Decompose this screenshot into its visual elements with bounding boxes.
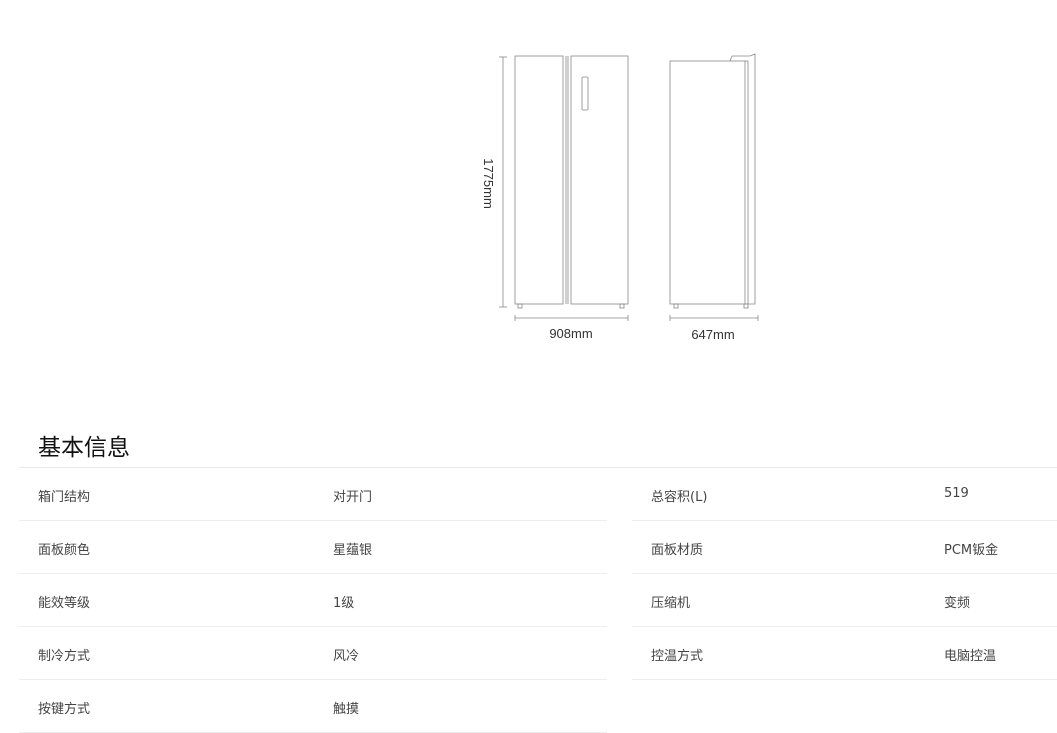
spec-key: 面板颜色: [38, 543, 91, 558]
spec-row: 面板颜色 星蕴银: [19, 521, 607, 574]
spec-key: 制冷方式: [38, 649, 91, 664]
spec-row: 控温方式 电脑控温: [632, 627, 1057, 680]
spec-row: 按键方式 触摸: [19, 680, 607, 733]
front-view: [499, 55, 629, 321]
spec-value: 星蕴银: [333, 543, 373, 558]
spec-row: 压缩机 变频: [632, 574, 1057, 627]
height-dimension-label: 1775mm: [480, 158, 496, 209]
spec-row: 能效等级 1级: [19, 574, 607, 627]
specs-left-column: 箱门结构 对开门 面板颜色 星蕴银 能效等级 1级 制冷方式 风冷 按键方式 触摸: [19, 468, 607, 733]
spec-key: 压缩机: [651, 596, 691, 611]
spec-row: 面板材质 PCM钣金: [632, 521, 1057, 574]
spec-key: 总容积(L): [651, 490, 708, 505]
section-title: 基本信息: [38, 435, 130, 461]
spec-row: 箱门结构 对开门: [19, 468, 607, 521]
width-dimension-label: 908mm: [549, 326, 593, 341]
spec-row: 总容积(L) 519: [632, 468, 1057, 521]
spec-row: 制冷方式 风冷: [19, 627, 607, 680]
spec-value: 变频: [944, 596, 971, 611]
side-view: [669, 53, 759, 321]
spec-key: 面板材质: [651, 543, 704, 558]
spec-value: 1级: [333, 596, 355, 611]
spec-key: 控温方式: [651, 649, 704, 664]
spec-value: 电脑控温: [944, 649, 997, 664]
spec-value: 风冷: [333, 649, 360, 664]
spec-value: 519: [944, 486, 969, 501]
spec-key: 能效等级: [38, 596, 91, 611]
depth-dimension-label: 647mm: [691, 327, 735, 342]
spec-value: 触摸: [333, 702, 360, 717]
spec-value: PCM钣金: [944, 543, 999, 558]
specs-right-column: 总容积(L) 519 面板材质 PCM钣金 压缩机 变频 控温方式 电脑控温: [632, 468, 1057, 680]
spec-key: 箱门结构: [38, 490, 91, 505]
section-divider: [19, 467, 1057, 468]
spec-key: 按键方式: [38, 702, 91, 717]
spec-value: 对开门: [333, 490, 373, 505]
fridge-dimension-diagram: [499, 53, 759, 321]
